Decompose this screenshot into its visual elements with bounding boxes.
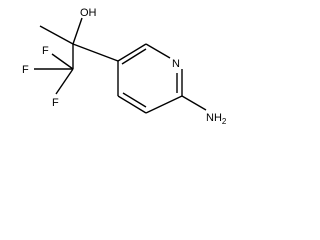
- bonds: [34, 17, 207, 114]
- bond-ring-c3-c2: [117, 43, 147, 62]
- bond-c6-amine: [181, 95, 207, 111]
- bond-cf3-f-bottom: [55, 68, 74, 95]
- atom-labels: OH F F F N NH2: [22, 7, 227, 126]
- bond-ring-c5-c4-double: [122, 92, 147, 108]
- fluorine-top-label: F: [42, 45, 49, 57]
- ring-nitrogen-label: N: [172, 58, 180, 70]
- amine-label: NH2: [206, 112, 227, 126]
- bond-ring-c6-c5: [145, 95, 183, 114]
- bond-ring-c2-c2-double: [121, 48, 147, 65]
- bond-cf3-f-top: [51, 53, 74, 70]
- chemical-structure-diagram: OH F F F N NH2: [22, 7, 227, 126]
- fluorine-bottom-label: F: [52, 97, 59, 109]
- bond-ring-c5-c4: [117, 95, 147, 114]
- amine-subscript-label: 2: [222, 117, 227, 126]
- bond-c-hydroxyl: [72, 17, 83, 45]
- hydroxyl-label: OH: [80, 7, 97, 19]
- bond-ring-c2-n1: [145, 43, 171, 59]
- amine-main-label: NH: [206, 112, 222, 124]
- fluorine-left-label: F: [22, 64, 29, 76]
- bond-c-ring: [72, 43, 119, 62]
- bond-c-methyl: [39, 25, 74, 45]
